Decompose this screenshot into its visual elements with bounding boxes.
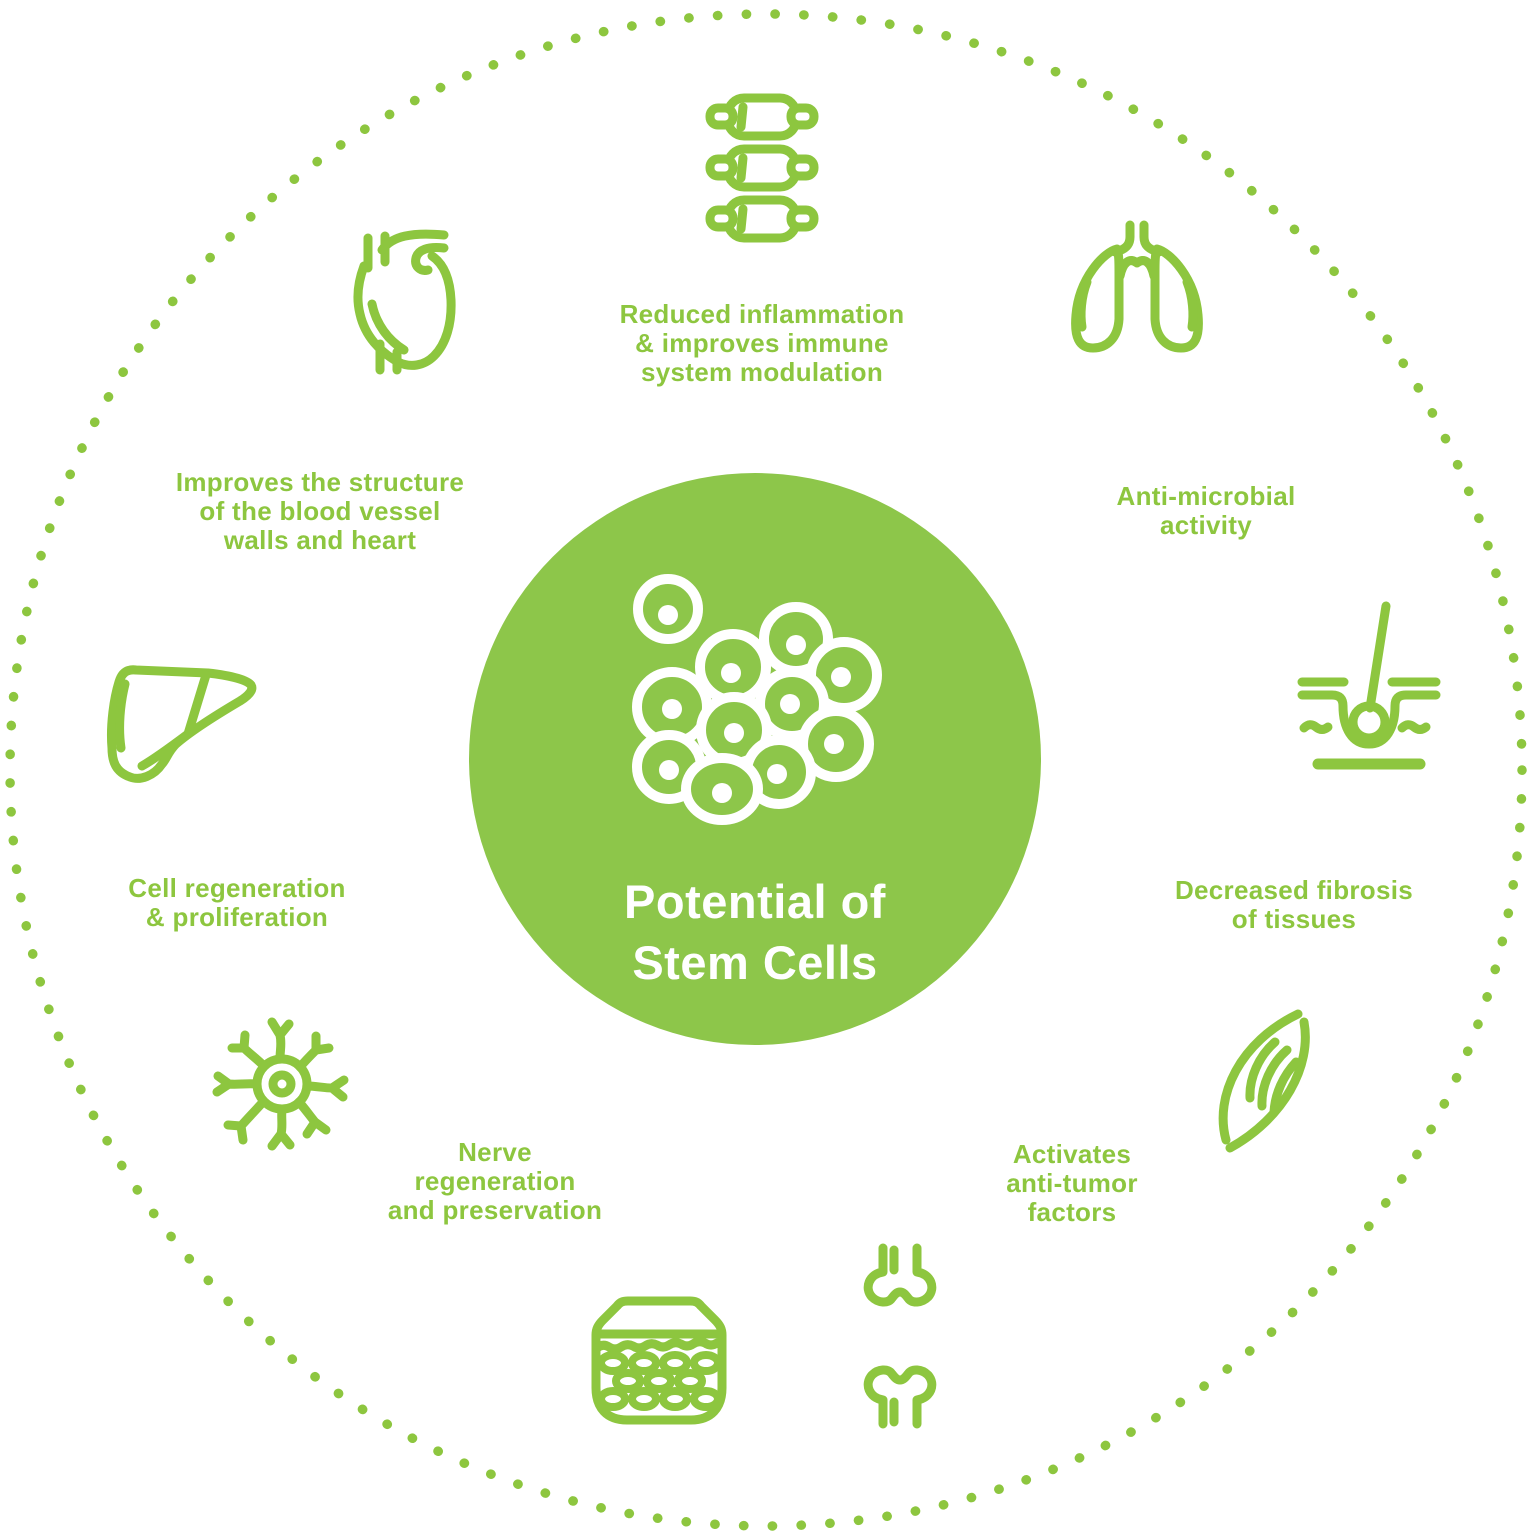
label-decreased-fibrosis: Decreased fibrosis of tissues	[1174, 875, 1414, 935]
label-nerve-regeneration: Nerve regeneration and preservation	[387, 1137, 603, 1226]
hair-follicle-icon	[1297, 601, 1441, 772]
label-blood-vessel-structure: Improves the structure of the blood vess…	[175, 467, 465, 556]
center-circle: Potential of Stem Cells	[469, 473, 1041, 1045]
muscle-icon	[1212, 1008, 1318, 1153]
label-antimicrobial-activity: Anti-microbial activity	[1116, 481, 1296, 541]
skin-layers-icon	[591, 1296, 727, 1425]
center-title: Potential of Stem Cells	[624, 875, 886, 990]
label-antitumor-factors: Activates anti-tumor factors	[1006, 1139, 1138, 1228]
stem-cells-icon	[632, 574, 882, 825]
label-reduced-inflammation: Reduced inflammation & improves immune s…	[619, 299, 905, 388]
knee-joint-icon	[862, 1243, 938, 1429]
label-cell-regeneration: Cell regeneration & proliferation	[128, 873, 346, 933]
heart-icon	[352, 224, 456, 375]
lungs-icon	[1062, 220, 1212, 362]
liver-icon	[98, 660, 262, 787]
spine-icon	[705, 92, 819, 244]
neuron-icon	[196, 1008, 372, 1162]
